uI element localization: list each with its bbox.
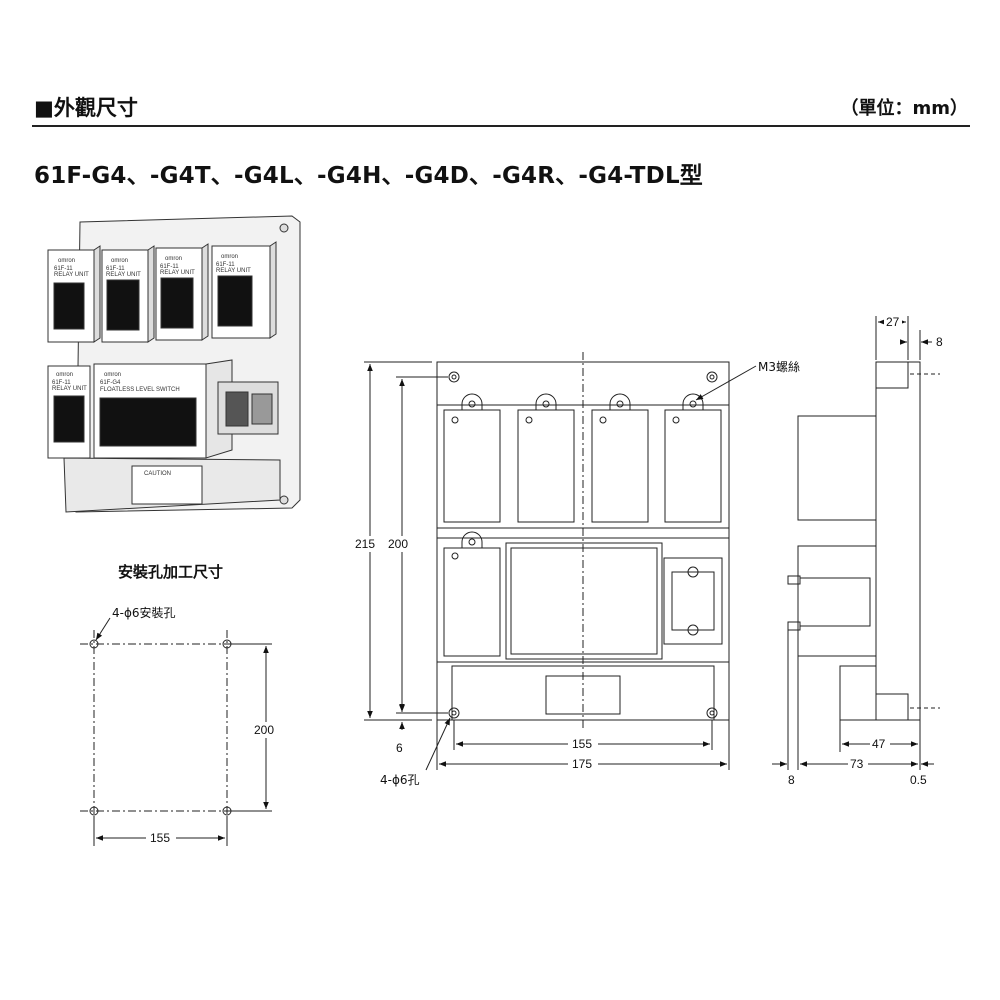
hole-callout: 4-ϕ6安裝孔 (112, 605, 176, 620)
corner-holes (448, 371, 718, 719)
terminal-cover (63, 457, 281, 513)
section-title: ■外觀尺寸 (34, 96, 138, 120)
dim-plate: 0.5 (910, 773, 927, 787)
hole-pattern (80, 630, 240, 825)
dim-inner-height: 200 (388, 537, 408, 551)
dim-hole-width: 155 (150, 831, 170, 845)
relay-1-caption: RELAY UNIT (54, 272, 89, 278)
front-view (364, 352, 757, 771)
dim-left-offset: 8 (788, 773, 795, 787)
relay-slot-1 (443, 409, 501, 523)
mounting-hole-tr (222, 639, 232, 649)
dim-base-depth: 47 (872, 737, 886, 751)
dim-total-depth: 73 (850, 757, 864, 771)
side-view (772, 316, 940, 770)
controller-slot (505, 542, 663, 660)
relay-3-caption: RELAY UNIT (160, 270, 195, 276)
relay-2-caption: RELAY UNIT (106, 272, 141, 278)
relay-4-caption: RELAY UNIT (216, 268, 251, 274)
relay-slot-5 (443, 547, 501, 657)
relay-2-brand: omron (111, 258, 128, 264)
dim-hole-height: 200 (254, 723, 274, 737)
relay-unit-3 (155, 243, 209, 341)
side-terminal-body (839, 665, 877, 721)
hole-callout-leader (95, 617, 111, 641)
dim-total-width: 175 (572, 757, 592, 771)
unit-label: （單位：mm） (840, 98, 968, 119)
relay-slot-3 (591, 409, 649, 523)
screw-callout: M3螺絲 (758, 359, 800, 374)
mounting-holes-title: 安裝孔加工尺寸 (118, 563, 224, 581)
relay-row-top (436, 404, 730, 529)
relay-clips (451, 393, 704, 560)
relay-4-model: 61F-11 (216, 262, 235, 268)
main-model: 61F-G4 (100, 380, 121, 386)
relay-unit-4 (211, 241, 277, 339)
front-hole-callout: 4-ϕ6孔 (380, 773, 420, 787)
socket-frame (663, 557, 723, 645)
relay-unit-5 (47, 365, 91, 459)
main-caption: FLOATLESS LEVEL SWITCH (100, 387, 180, 393)
relay-1-model: 61F-11 (54, 266, 73, 272)
main-brand: omron (104, 372, 121, 378)
relay-5-caption: RELAY UNIT (52, 386, 87, 392)
side-relay-body (797, 415, 877, 521)
relay-slot-4 (664, 409, 722, 523)
dim-top-depth: 27 (886, 315, 900, 329)
mounting-hole-tl (89, 639, 99, 649)
mounting-holes-drawing (80, 617, 272, 846)
relay-2-model: 61F-11 (106, 266, 125, 272)
side-back-plate (875, 361, 921, 721)
terminal-block (451, 665, 715, 721)
relay-slot-2 (517, 409, 575, 523)
side-controller-body (797, 545, 877, 657)
side-top-flange (875, 361, 909, 389)
relay-row-bottom (436, 537, 730, 663)
dim-top-flange: 8 (936, 335, 943, 349)
relay-3-model: 61F-11 (160, 264, 179, 270)
relay-3-brand: omron (165, 256, 182, 262)
relay-unit-1 (47, 245, 101, 343)
hole-callout-leader-front (425, 717, 451, 771)
relay-5-model: 61F-11 (52, 380, 71, 386)
dim-offset: 6 (396, 741, 403, 755)
relay-5-brand: omron (56, 372, 73, 378)
mounting-hole-bl (89, 806, 99, 816)
terminal-socket (217, 381, 279, 435)
product-illustration: omron 61F-11 RELAY UNIT omron 61F-11 REL… (47, 215, 301, 513)
screw-callout-leader (695, 365, 757, 401)
relay-1-brand: omron (58, 258, 75, 264)
mounting-hole-br (222, 806, 232, 816)
dim-total-height: 215 (355, 537, 375, 551)
relay-unit-2 (101, 245, 155, 343)
side-bottom-flange (875, 693, 909, 721)
header-rule (32, 125, 970, 127)
caution-label: CAUTION (144, 471, 171, 477)
relay-4-brand: omron (221, 254, 238, 260)
dim-hole-pitch: 155 (572, 737, 592, 751)
model-title: 61F-G4、-G4T、-G4L、-G4H、-G4D、-G4R、-G4-TDL型 (34, 163, 704, 189)
